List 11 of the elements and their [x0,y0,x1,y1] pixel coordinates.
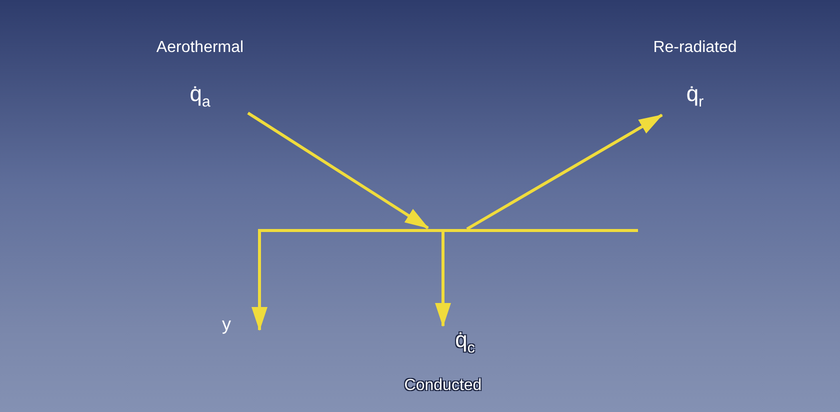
axis-label: y [222,314,231,335]
heat-flux-symbol: q̇$_{a}$ [188,80,212,112]
heat-flux-symbol: q̇$_{c}$ [454,326,476,358]
flux-label: Re-radiated [652,38,738,58]
heat-flux-symbol: q̇$_{r}$ [685,80,705,112]
arrow [435,232,451,327]
flux-label: Conducted [403,376,483,396]
surface-line [258,229,638,232]
arrow [466,114,663,230]
flux-label: Aerothermal [155,38,245,58]
arrow [247,112,429,230]
